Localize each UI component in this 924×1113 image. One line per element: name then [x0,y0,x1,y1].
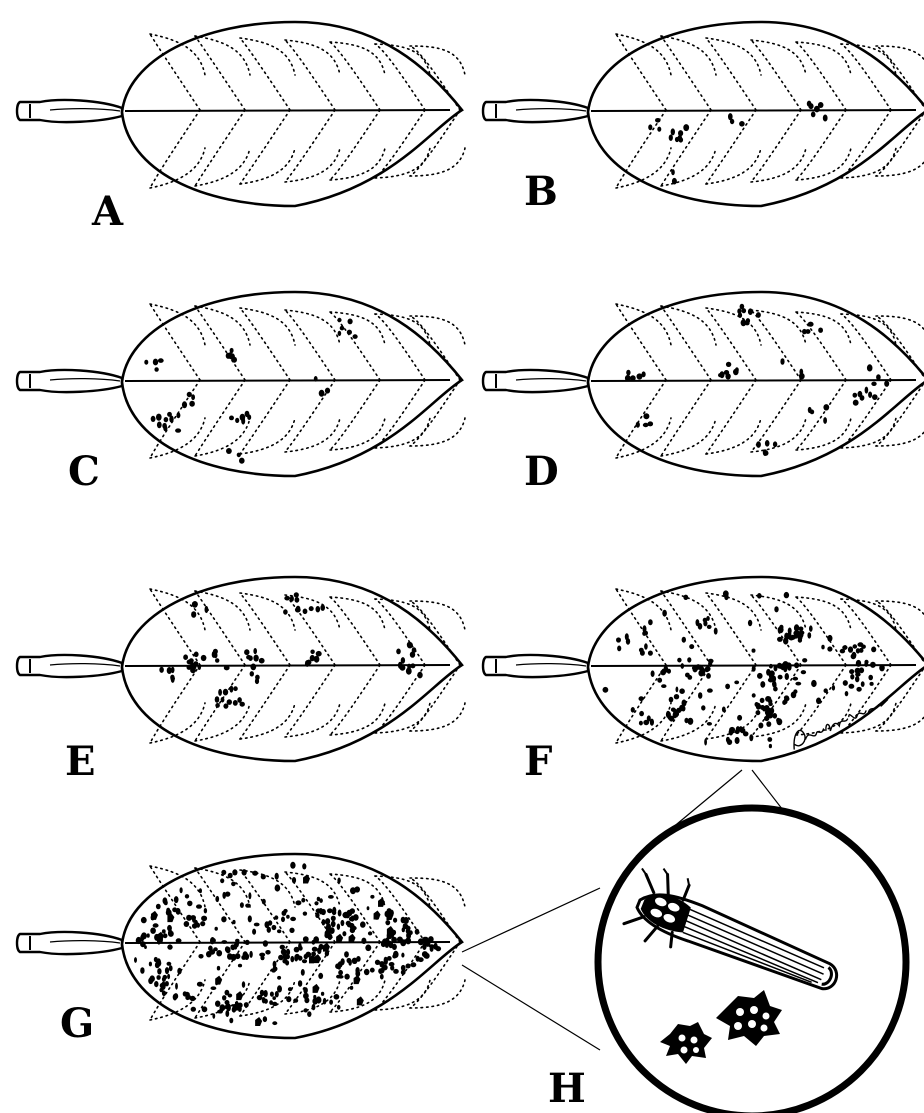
leaf-stalk [17,932,122,954]
leaf-stalk [483,100,588,122]
leaf-panel-b: B [483,22,924,215]
magnified-inset-h: H [548,808,906,1113]
leaf-panel-c: C [17,292,465,495]
panel-label-h: H [548,1065,586,1112]
panel-label-e: E [65,738,96,785]
leaf-blade [122,292,462,476]
leaf-panel-a: A [17,22,465,235]
leaf-panel-f: F [483,577,924,785]
panel-label-d: D [524,448,559,495]
leaf-stalk [483,370,588,392]
panel-label-a: A [91,188,124,235]
panel-label-g: G [60,1000,94,1047]
panel-label-c: C [68,448,100,495]
panel-label-f: F [524,738,552,785]
leaf-midrib [591,110,916,111]
leaf-panel-d: D [483,292,924,495]
leaf-stalk [17,655,122,677]
leaf-panel-g: G [17,854,465,1047]
leaf-blade [122,854,462,1038]
leaf-blade [588,577,924,761]
leaf-midrib [125,110,450,111]
leaf-stalk [17,370,122,392]
leaf-e-drawing [17,577,465,761]
leaf-a-drawing [17,22,465,206]
leaf-blade [122,22,462,206]
panel-label-b: B [524,168,558,215]
leaf-panel-e: E [17,577,465,785]
leaf-midrib [125,380,450,381]
leaf-blade [588,22,924,206]
leaf-stalk [483,655,588,677]
leaf-stalk [17,100,122,122]
leaf-midrib [591,380,916,381]
leaf-f-drawing [483,577,924,761]
